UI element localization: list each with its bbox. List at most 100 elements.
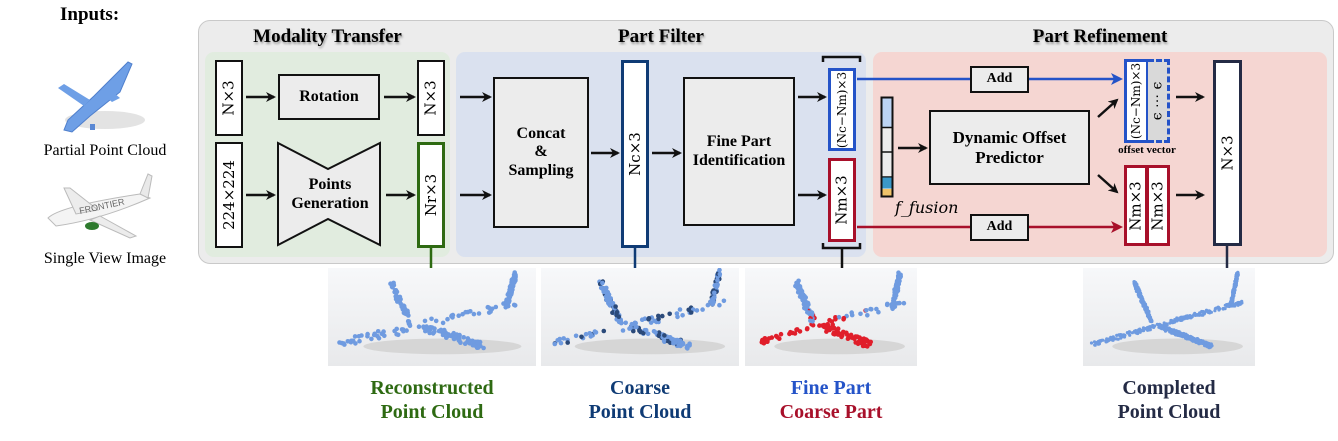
points-generation-line2: Generation — [291, 195, 369, 213]
point — [665, 338, 670, 344]
arrow-predictor-to-coarse — [1097, 174, 1119, 194]
points-generation-label: Points Generation — [276, 175, 384, 213]
point — [1233, 302, 1238, 306]
point — [831, 331, 836, 337]
point — [1172, 329, 1176, 333]
point — [392, 328, 397, 334]
point — [444, 331, 450, 337]
point — [1204, 340, 1208, 344]
point — [610, 310, 615, 315]
point — [369, 336, 374, 342]
point — [711, 295, 717, 301]
coarse-tensor-nc3: Nc×3 — [621, 60, 649, 248]
point — [803, 295, 808, 301]
point — [686, 307, 691, 313]
point — [1138, 291, 1142, 295]
point — [493, 304, 499, 310]
point — [633, 320, 638, 326]
point — [895, 278, 901, 283]
concat-label: Concat — [516, 124, 566, 142]
point — [613, 304, 618, 309]
point — [1134, 284, 1138, 288]
point — [833, 317, 838, 322]
modality-transfer-title: Modality Transfer — [253, 26, 402, 47]
point — [825, 324, 831, 329]
point — [810, 319, 815, 324]
point — [836, 314, 842, 320]
predictor-line1: Dynamic Offset — [952, 127, 1067, 147]
reconstructed-label: Reconstructed Point Cloud — [328, 376, 536, 424]
rotation-label: Rotation — [299, 87, 359, 105]
point — [451, 335, 457, 341]
point — [481, 345, 486, 351]
reconstructed-tensor-nr3: Nr×3 — [417, 142, 445, 248]
point — [869, 307, 874, 312]
point — [601, 289, 606, 295]
point — [1145, 307, 1149, 311]
point — [620, 328, 626, 333]
point — [712, 290, 717, 296]
point — [402, 306, 408, 312]
point — [1147, 311, 1151, 315]
point — [345, 339, 351, 344]
point — [849, 312, 855, 318]
offset-vector-tensor: ϵ ⋯ ϵ — [1148, 59, 1170, 143]
point — [805, 310, 810, 315]
point — [762, 336, 768, 341]
point — [1092, 340, 1097, 344]
point — [714, 283, 720, 289]
point — [874, 306, 879, 312]
point — [508, 282, 514, 288]
point — [717, 302, 722, 308]
point — [404, 328, 409, 333]
point — [1235, 271, 1239, 275]
point — [1193, 311, 1197, 315]
point — [652, 318, 657, 324]
bracket-bottom — [821, 243, 862, 250]
point — [1173, 318, 1177, 322]
point — [1162, 327, 1166, 331]
coarse-line2: Point Cloud — [588, 401, 692, 423]
point — [423, 326, 428, 331]
point — [565, 340, 570, 345]
point — [653, 330, 658, 335]
point — [1123, 333, 1127, 337]
point — [1107, 337, 1111, 341]
point — [835, 332, 841, 337]
point — [593, 330, 599, 335]
point — [1235, 279, 1239, 283]
coarse-line1: Coarse — [610, 377, 670, 399]
part-filter-title: Part Filter — [618, 26, 704, 47]
point — [893, 287, 898, 292]
point — [444, 335, 449, 340]
point — [555, 338, 560, 343]
point — [1190, 314, 1194, 318]
coarse-label: Coarse Point Cloud — [541, 376, 739, 424]
points-generation-line1: Points — [308, 176, 352, 193]
point — [476, 311, 482, 316]
point — [1238, 302, 1242, 306]
point — [680, 313, 685, 318]
point — [457, 332, 462, 338]
point — [1135, 286, 1140, 290]
point — [641, 330, 646, 336]
point — [1164, 326, 1168, 330]
point — [394, 288, 399, 294]
point — [868, 339, 873, 345]
point — [485, 304, 491, 310]
point — [353, 341, 358, 346]
point — [829, 326, 835, 331]
point — [1096, 339, 1100, 344]
point — [841, 329, 846, 335]
ampersand-label: & — [534, 143, 548, 161]
point — [438, 327, 444, 333]
point — [1198, 340, 1202, 344]
point — [1089, 341, 1094, 345]
point — [1167, 328, 1171, 332]
point — [676, 343, 681, 348]
point — [694, 308, 700, 313]
point — [390, 285, 395, 290]
reconstructed-line1: Reconstructed — [370, 377, 494, 399]
point — [1136, 329, 1140, 334]
point — [449, 313, 454, 319]
